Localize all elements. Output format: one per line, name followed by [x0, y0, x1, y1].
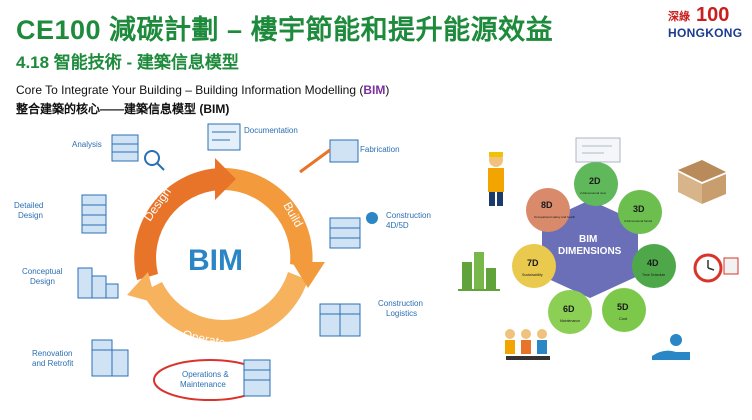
bim-center-label: BIM: [188, 244, 243, 277]
stage-construction-4d5d-line1: Construction: [386, 211, 431, 220]
stage-detailed-design-line1: Detailed: [14, 201, 43, 210]
stage-operations-line2: Maintenance: [180, 380, 226, 389]
intro-english: Core To Integrate Your Building – Buildi…: [16, 83, 389, 97]
stage-construction-logistics-line2: Logistics: [386, 309, 417, 318]
renovation-icon: [91, 339, 129, 377]
stage-documentation: Documentation: [244, 126, 298, 135]
stage-detailed-design-line2: Design: [18, 211, 43, 220]
build-arrow-head: [292, 262, 325, 288]
construction-4d5d-icon: [329, 212, 378, 249]
design-arc: [134, 168, 220, 280]
stage-fabrication: Fabrication: [360, 145, 400, 154]
conceptual-design-icon: [77, 267, 119, 299]
stage-conceptual-design-line1: Conceptual: [22, 267, 63, 276]
stage-renovation-line1: Renovation: [32, 349, 72, 358]
stage-operations-line1: Operations &: [182, 370, 229, 379]
logo-bottom-text: HONGKONG: [668, 26, 743, 40]
stage-analysis: Analysis: [72, 140, 102, 149]
operations-maintenance-icon: [243, 359, 271, 397]
design-arrow-head: [215, 158, 236, 200]
intro-chinese: 整合建築的核心——建築信息模型 (BIM): [16, 102, 230, 116]
stage-conceptual-design-line2: Design: [30, 277, 55, 286]
construction-logistics-icon: [319, 303, 361, 337]
stage-renovation-line2: and Retrofit: [32, 359, 74, 368]
hk-ce100-logo: 深綠 100 HONGKONG: [668, 4, 744, 42]
logo-top-text: 深綠: [668, 11, 690, 23]
stage-construction-4d5d-line2: 4D/5D: [386, 221, 409, 230]
analysis-icon: [111, 134, 165, 171]
operate-arc: [142, 272, 308, 342]
operate-arrow-head: [127, 272, 156, 303]
build-arc: [225, 168, 313, 268]
stage-construction-logistics-line1: Construction: [378, 299, 423, 308]
page-title: CE100 減碳計劃 – 樓宇節能和提升能源效益: [16, 15, 554, 45]
detailed-design-icon: [81, 194, 107, 234]
fabrication-icon: [299, 139, 359, 174]
documentation-icon: [207, 123, 241, 151]
intro-en-suffix: ): [385, 83, 390, 97]
intro-en-prefix: Core To Integrate Your Building – Buildi…: [16, 83, 364, 97]
section-subtitle: 4.18 智能技術 - 建築信息模型: [16, 53, 239, 72]
logo-number: 100: [696, 4, 730, 26]
intro-en-bim: BIM: [363, 83, 386, 97]
